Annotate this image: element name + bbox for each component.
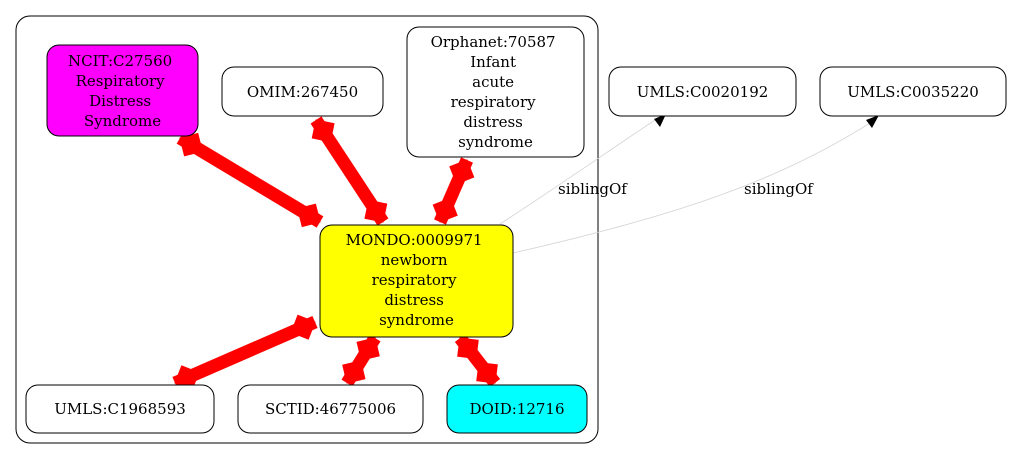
node-mondo-label: MONDO:0009971 newborn respiratory distre… bbox=[346, 231, 488, 329]
sibling-edge-2 bbox=[512, 122, 871, 254]
node-orphanet-line-3: acute bbox=[472, 73, 514, 91]
edge-ncit-mondo bbox=[176, 132, 324, 228]
edge-omim-mondo-diamond-start bbox=[311, 119, 335, 143]
node-omim-box bbox=[221, 66, 384, 117]
sibling-edge-1-arrowhead bbox=[654, 114, 666, 127]
sibling-edge-1-label: siblingOf bbox=[558, 180, 628, 198]
node-mondo-line-4: distress bbox=[384, 291, 444, 309]
node-mondo[interactable]: MONDO:0009971 newborn respiratory distre… bbox=[319, 224, 514, 338]
node-doid-label: DOID:12716 bbox=[469, 400, 564, 418]
node-ncit-line-1: NCIT:C27560 bbox=[68, 52, 172, 70]
node-omim-label: OMIM:267450 bbox=[247, 83, 358, 101]
node-orphanet[interactable]: Orphanet:70587 Infant acute respiratory … bbox=[406, 26, 585, 158]
cluster-box bbox=[15, 15, 599, 444]
edge-mondo-sctid-diamond-end bbox=[342, 360, 366, 384]
node-sctid-box bbox=[237, 384, 424, 434]
sibling-edge-2-label: siblingOf bbox=[744, 180, 814, 198]
node-umls-c0020192-label: UMLS:C0020192 bbox=[637, 83, 769, 101]
node-orphanet-line-6: syndrome bbox=[458, 133, 533, 151]
node-ncit-box bbox=[46, 44, 199, 137]
node-umls-c0035220-label: UMLS:C0035220 bbox=[847, 83, 979, 101]
node-umls-c0035220-box bbox=[819, 66, 1007, 117]
edge-mondo-doid-diamond-start bbox=[457, 337, 479, 360]
node-sctid[interactable]: SCTID:46775006 bbox=[237, 384, 424, 434]
node-mondo-line-1: MONDO:0009971 bbox=[346, 231, 483, 249]
node-ncit-line-3: Distress bbox=[89, 92, 151, 110]
node-umls-c0020192[interactable]: UMLS:C0020192 bbox=[608, 66, 797, 117]
node-ncit[interactable]: NCIT:C27560 Respiratory Distress Syndrom… bbox=[46, 44, 199, 137]
node-umls-c0020192-box bbox=[608, 66, 797, 117]
node-mondo-line-5: syndrome bbox=[379, 311, 454, 329]
edge-omim-mondo-diamond-end bbox=[364, 199, 388, 223]
edge-mondo-umls-c1968593-diamond-start bbox=[290, 314, 316, 340]
node-umls-c0035220-line-1: UMLS:C0035220 bbox=[847, 83, 979, 101]
node-umls-c1968593-line-1: UMLS:C1968593 bbox=[54, 400, 186, 418]
node-orphanet-box bbox=[406, 26, 585, 158]
node-orphanet-line-2: Infant bbox=[470, 53, 516, 71]
node-mondo-line-2: newborn bbox=[381, 251, 448, 269]
edge-mondo-sctid-diamond-start bbox=[356, 337, 380, 361]
node-sctid-line-1: SCTID:46775006 bbox=[265, 400, 396, 418]
edge-orphanet-mondo-diamond-start bbox=[449, 159, 475, 185]
edge-mondo-doid-diamond-end bbox=[476, 361, 498, 384]
equivalence-edges bbox=[172, 116, 501, 391]
edge-ncit-mondo-diamond-start bbox=[179, 132, 203, 157]
sibling-edge-1 bbox=[499, 117, 659, 225]
node-omim-line-1: OMIM:267450 bbox=[247, 83, 358, 101]
node-umls-c1968593-label: UMLS:C1968593 bbox=[54, 400, 186, 418]
node-orphanet-line-5: distress bbox=[463, 113, 523, 131]
node-umls-c1968593-box bbox=[25, 384, 215, 434]
node-umls-c0035220[interactable]: UMLS:C0035220 bbox=[819, 66, 1007, 117]
node-orphanet-line-1: Orphanet:70587 bbox=[431, 33, 556, 51]
node-ncit-line-2: Respiratory bbox=[76, 72, 166, 90]
node-ncit-label: NCIT:C27560 Respiratory Distress Syndrom… bbox=[68, 52, 177, 130]
node-doid-box bbox=[446, 384, 588, 434]
edge-orphanet-mondo-diamond-end bbox=[432, 197, 458, 223]
node-doid-line-1: DOID:12716 bbox=[469, 400, 564, 418]
node-sctid-label: SCTID:46775006 bbox=[265, 400, 396, 418]
node-omim[interactable]: OMIM:267450 bbox=[221, 66, 384, 117]
node-orphanet-label: Orphanet:70587 Infant acute respiratory … bbox=[431, 33, 561, 151]
node-mondo-line-3: respiratory bbox=[372, 271, 457, 289]
node-mondo-box bbox=[319, 224, 514, 338]
node-umls-c1968593[interactable]: UMLS:C1968593 bbox=[25, 384, 215, 434]
edge-ncit-mondo-diamond-end bbox=[297, 203, 321, 228]
node-ncit-line-4: Syndrome bbox=[84, 112, 161, 130]
node-umls-c0020192-line-1: UMLS:C0020192 bbox=[637, 83, 769, 101]
node-doid[interactable]: DOID:12716 bbox=[446, 384, 588, 434]
sibling-edge-2-arrowhead bbox=[866, 115, 879, 128]
node-orphanet-line-4: respiratory bbox=[451, 93, 536, 111]
